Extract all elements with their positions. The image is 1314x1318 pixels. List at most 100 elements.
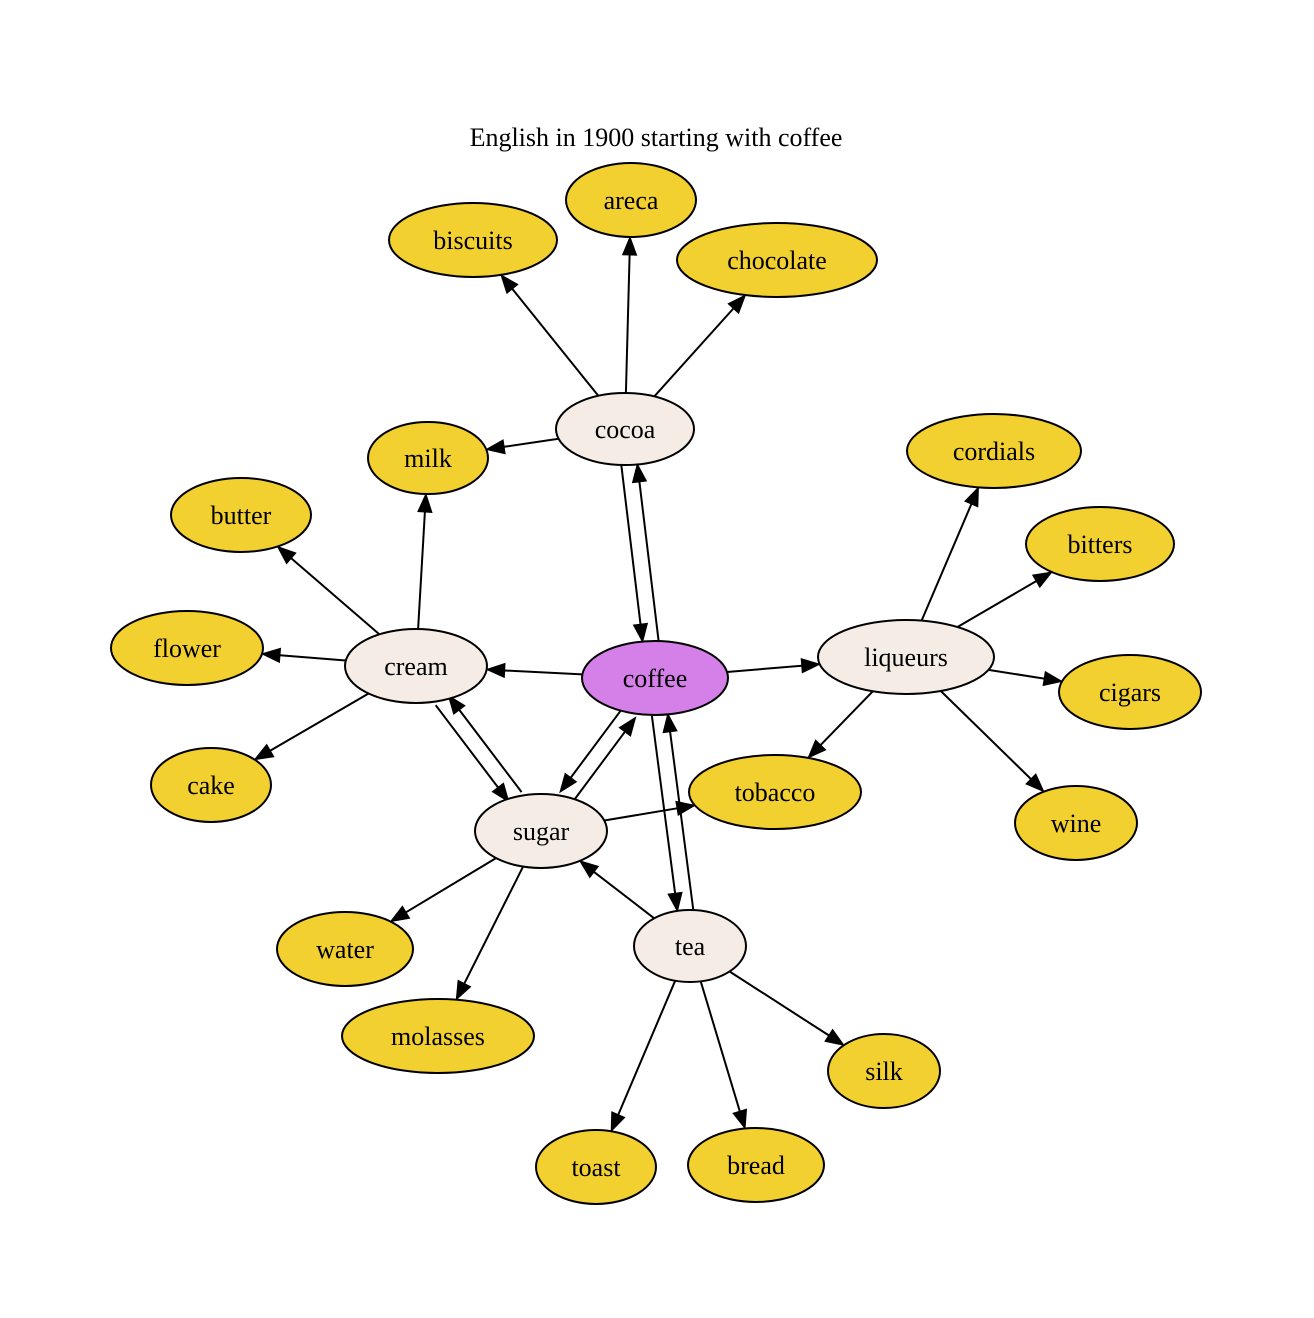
edge-coffee-to-tea <box>650 715 683 913</box>
node-ellipse <box>150 747 272 823</box>
arrowhead <box>807 739 827 759</box>
node-silk: silk <box>827 1033 941 1109</box>
edge-line <box>920 503 973 621</box>
node-ellipse <box>581 640 729 716</box>
arrowhead <box>485 662 506 679</box>
edge-tea-to-silk <box>729 970 846 1046</box>
edge-liqueurs-to-wine <box>940 690 1045 793</box>
arrowhead <box>632 622 649 644</box>
node-ellipse <box>276 911 414 987</box>
node-label: tobacco <box>735 778 816 807</box>
node-ellipse <box>170 477 312 553</box>
node-label: silk <box>865 1057 903 1086</box>
edge-cream-to-sugar <box>434 704 510 803</box>
edge-line <box>726 664 802 673</box>
node-ellipse <box>1025 506 1175 582</box>
arrowhead <box>455 979 472 1001</box>
node-label: wine <box>1051 809 1102 838</box>
arrowhead <box>484 439 506 455</box>
edge-line <box>653 307 735 398</box>
node-ellipse <box>474 793 608 869</box>
node-label: molasses <box>391 1022 485 1051</box>
node-ellipse <box>344 628 488 704</box>
edge-cocoa-to-areca <box>621 235 638 394</box>
edge-line <box>417 511 426 630</box>
node-label: milk <box>404 444 452 473</box>
arrowhead <box>618 716 637 737</box>
edge-line <box>819 690 874 746</box>
node-water: water <box>276 911 414 987</box>
node-flower: flower <box>110 610 264 686</box>
node-bread: bread <box>687 1127 825 1203</box>
edge-liqueurs-to-tobacco <box>807 690 874 759</box>
arrowhead <box>417 492 433 513</box>
node-cream: cream <box>344 628 488 704</box>
edge-sugar-to-coffee <box>572 716 637 803</box>
node-ellipse <box>676 222 878 298</box>
edge-line <box>290 557 380 636</box>
edge-liqueurs-to-cordials <box>920 486 979 621</box>
node-ellipse <box>565 162 697 238</box>
arrowhead <box>389 905 411 923</box>
node-label: coffee <box>623 664 687 693</box>
edge-line <box>503 437 559 448</box>
edge-line <box>729 970 830 1037</box>
node-coffee: coffee <box>581 640 729 716</box>
node-label: water <box>316 935 374 964</box>
arrowhead <box>964 486 979 508</box>
arrowhead <box>667 891 683 913</box>
node-ellipse <box>110 610 264 686</box>
node-label: cigars <box>1099 678 1161 707</box>
node-tobacco: tobacco <box>688 754 862 830</box>
node-chocolate: chocolate <box>676 222 878 298</box>
arrowhead <box>727 294 747 315</box>
edge-cocoa-to-coffee <box>620 465 649 644</box>
arrowhead <box>559 772 578 794</box>
edge-sugar-to-cream <box>447 694 523 793</box>
edge-coffee-to-liqueurs <box>726 658 822 674</box>
node-wine: wine <box>1014 785 1138 861</box>
node-label: flower <box>153 634 221 663</box>
node-label: bitters <box>1068 530 1133 559</box>
arrowhead <box>824 1028 846 1046</box>
node-label: butter <box>211 501 272 530</box>
edge-line <box>458 709 523 793</box>
node-ellipse <box>687 1127 825 1203</box>
edge-cream-to-butter <box>276 545 380 636</box>
edge-line <box>511 288 600 397</box>
edge-liqueurs-to-cigars <box>988 668 1064 687</box>
arrowhead <box>662 712 678 734</box>
edge-coffee-to-cream <box>485 662 583 679</box>
node-ellipse <box>367 421 489 495</box>
node-ellipse <box>535 1129 657 1205</box>
node-ellipse <box>341 998 535 1074</box>
edge-cocoa-to-biscuits <box>500 273 600 397</box>
node-label: bread <box>727 1151 785 1180</box>
node-cake: cake <box>150 747 272 823</box>
edge-cream-to-cake <box>253 692 370 761</box>
node-label: sugar <box>513 817 570 846</box>
node-label: cocoa <box>595 415 656 444</box>
node-biscuits: biscuits <box>388 202 558 278</box>
node-molasses: molasses <box>341 998 535 1074</box>
node-label: tea <box>675 932 706 961</box>
edge-line <box>699 981 741 1112</box>
node-areca: areca <box>565 162 697 238</box>
edge-line <box>669 731 695 910</box>
edge-line <box>940 690 1032 780</box>
node-label: areca <box>604 186 659 215</box>
node-label: cream <box>384 652 448 681</box>
node-ellipse <box>555 392 695 466</box>
node-cordials: cordials <box>906 413 1082 489</box>
edge-line <box>569 707 624 779</box>
node-bitters: bitters <box>1025 506 1175 582</box>
edge-line <box>269 692 370 752</box>
graph-title: English in 1900 starting with coffee <box>470 123 843 152</box>
edge-line <box>638 481 660 641</box>
node-label: toast <box>571 1153 621 1182</box>
arrowhead <box>675 800 697 817</box>
edge-tea-to-toast <box>610 980 677 1133</box>
node-butter: butter <box>170 477 312 553</box>
node-sugar: sugar <box>474 793 608 869</box>
node-ellipse <box>633 909 747 983</box>
